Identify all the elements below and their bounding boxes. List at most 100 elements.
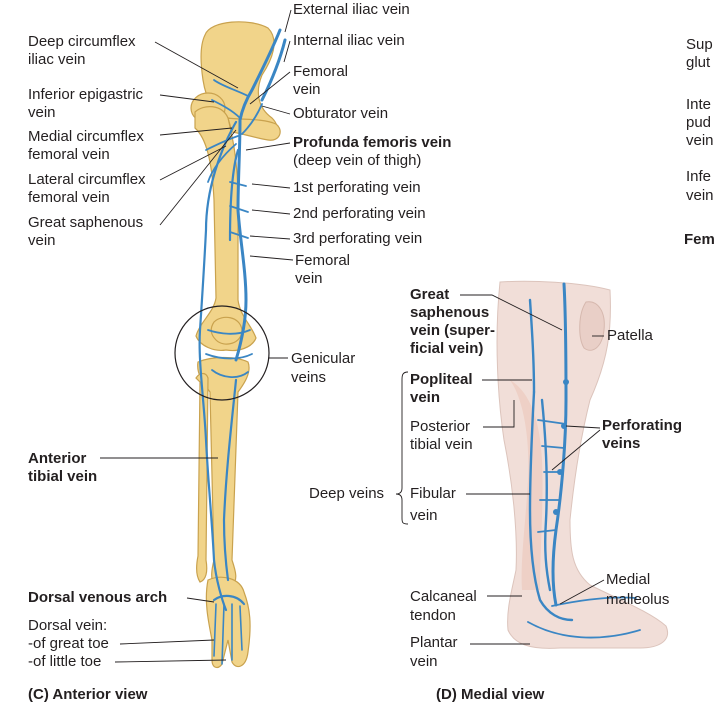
label-femoral-vein-mid: Femoral bbox=[295, 252, 351, 269]
external-iliac-vein bbox=[238, 28, 282, 122]
label-deep-veins: Deep veins bbox=[309, 485, 385, 502]
leader-line bbox=[261, 105, 291, 115]
patella-d bbox=[579, 301, 605, 351]
bracket-popliteal bbox=[395, 371, 409, 525]
dorsal-venous-arch bbox=[212, 594, 246, 606]
label-fibular-vein: Fibular bbox=[410, 485, 456, 502]
clipped-label-pud: pud bbox=[686, 114, 712, 131]
panel-d-veins bbox=[527, 282, 641, 639]
label-genicular-veins-2: veins bbox=[291, 369, 327, 386]
label-medial-malleolus-2: malleolus bbox=[606, 591, 670, 608]
obturator-vein bbox=[241, 103, 263, 135]
label-popliteal-vein: Popliteal bbox=[410, 371, 473, 388]
leader-line bbox=[245, 142, 291, 151]
perforator-node bbox=[553, 509, 559, 515]
leader-line bbox=[483, 400, 515, 428]
patella-c bbox=[210, 316, 243, 345]
label-medial-circumflex: Medial circumflex bbox=[28, 128, 144, 145]
leader-line bbox=[249, 71, 291, 105]
foot-bones bbox=[205, 576, 251, 669]
perforator-node bbox=[561, 423, 567, 429]
label-obturator-vein: Obturator vein bbox=[293, 105, 389, 122]
label-anterior-tibial-2: tibial vein bbox=[28, 468, 98, 485]
leader-line bbox=[159, 129, 237, 226]
label-deep-circumflex-iliac-2: iliac vein bbox=[28, 51, 86, 68]
panel-c-veins bbox=[198, 28, 287, 665]
popliteal-vein bbox=[528, 298, 536, 394]
label-great-saphenous-d-2: saphenous bbox=[410, 304, 490, 321]
label-perforating-veins: Perforating bbox=[602, 417, 683, 434]
dorsal-toe-veins bbox=[213, 603, 243, 665]
inferior-epigastric bbox=[211, 99, 241, 119]
clipped-label-inte: Inte bbox=[686, 96, 712, 113]
fibular-vein bbox=[540, 398, 552, 592]
label-3rd-perforating: 3rd perforating vein bbox=[293, 230, 423, 247]
clipped-label-glut: glut bbox=[686, 54, 711, 71]
label-1st-perforating: 1st perforating vein bbox=[293, 179, 421, 196]
knee-magnifier-circle bbox=[174, 305, 270, 401]
medial-circumflex bbox=[205, 135, 239, 151]
fibula bbox=[195, 372, 209, 583]
label-external-iliac-vein: External iliac vein bbox=[293, 1, 410, 18]
label-genicular-veins: Genicular bbox=[291, 350, 356, 367]
leader-line bbox=[251, 183, 291, 189]
label-medial-malleolus: Medial bbox=[606, 571, 651, 588]
label-dorsal-venous-arch: Dorsal venous arch bbox=[28, 589, 168, 606]
internal-iliac-vein bbox=[260, 38, 287, 102]
leader-line bbox=[159, 145, 227, 181]
perforating-veins-c bbox=[229, 181, 249, 239]
label-lateral-circumflex: Lateral circumflex bbox=[28, 171, 146, 188]
leader-line bbox=[159, 127, 233, 136]
label-plantar-vein: Plantar bbox=[410, 634, 458, 651]
label-calcaneal-tendon-2: tendon bbox=[410, 607, 456, 624]
label-great-saphenous-d: Great bbox=[410, 286, 450, 303]
label-deep-circumflex-iliac: Deep circumflex bbox=[28, 33, 136, 50]
label-inferior-epigastric: Inferior epigastric bbox=[28, 86, 144, 103]
label-great-saphenous-c-2: vein bbox=[28, 232, 56, 249]
leader-line bbox=[251, 209, 291, 215]
label-great-saphenous-d-4: ficial vein) bbox=[410, 340, 484, 357]
caption-medial-view: (D) Medial view bbox=[436, 686, 545, 703]
leader-line bbox=[565, 425, 601, 429]
great-saphenous-c bbox=[198, 120, 238, 612]
leader-line bbox=[283, 40, 291, 63]
posterior-tibial-d bbox=[528, 390, 574, 622]
leader-line bbox=[460, 294, 563, 331]
label-dorsal-vein: Dorsal vein: bbox=[28, 617, 108, 634]
leader-lines bbox=[100, 9, 605, 663]
leader-line bbox=[119, 639, 215, 645]
leader-line bbox=[551, 429, 601, 471]
label-plantar-vein-2: vein bbox=[410, 653, 438, 670]
leader-line bbox=[159, 94, 215, 103]
label-fibular-vein-2: vein bbox=[410, 507, 438, 524]
label-femoral-vein-top: Femoral bbox=[293, 63, 349, 80]
clipped-label-fem: Fem bbox=[684, 231, 714, 248]
label-medial-circumflex-2: femoral vein bbox=[28, 146, 110, 163]
clipped-label-sup: Sup bbox=[686, 36, 713, 53]
label-internal-iliac-vein: Internal iliac vein bbox=[293, 32, 405, 49]
perforator-node bbox=[563, 379, 569, 385]
label-femoral-vein-mid-2: vein bbox=[295, 270, 323, 287]
lateral-circumflex bbox=[207, 143, 237, 183]
leader-line bbox=[559, 579, 605, 605]
perforating-d bbox=[537, 419, 567, 533]
great-saphenous-d bbox=[551, 282, 568, 607]
femoral-vein-c bbox=[234, 118, 248, 362]
label-inferior-epigastric-2: vein bbox=[28, 104, 56, 121]
label-2nd-perforating: 2nd perforating vein bbox=[293, 205, 426, 222]
label-great-saphenous-d-3: vein (super- bbox=[410, 322, 496, 339]
clipped-label-infe: Infe bbox=[686, 168, 712, 185]
clipped-label-vein-2: vein bbox=[686, 187, 714, 204]
perforator-nodes bbox=[553, 379, 569, 515]
label-anterior-tibial: Anterior bbox=[28, 450, 87, 467]
leader-line bbox=[249, 235, 291, 240]
label-popliteal-vein-2: vein bbox=[410, 389, 441, 406]
leader-line bbox=[249, 255, 294, 261]
label-calcaneal-tendon: Calcaneal bbox=[410, 588, 477, 605]
label-profunda-femoris: Profunda femoris vein bbox=[293, 134, 452, 151]
perforator-node bbox=[557, 469, 563, 475]
leader-line bbox=[154, 41, 239, 89]
clipped-label-vein-1: vein bbox=[686, 132, 714, 149]
